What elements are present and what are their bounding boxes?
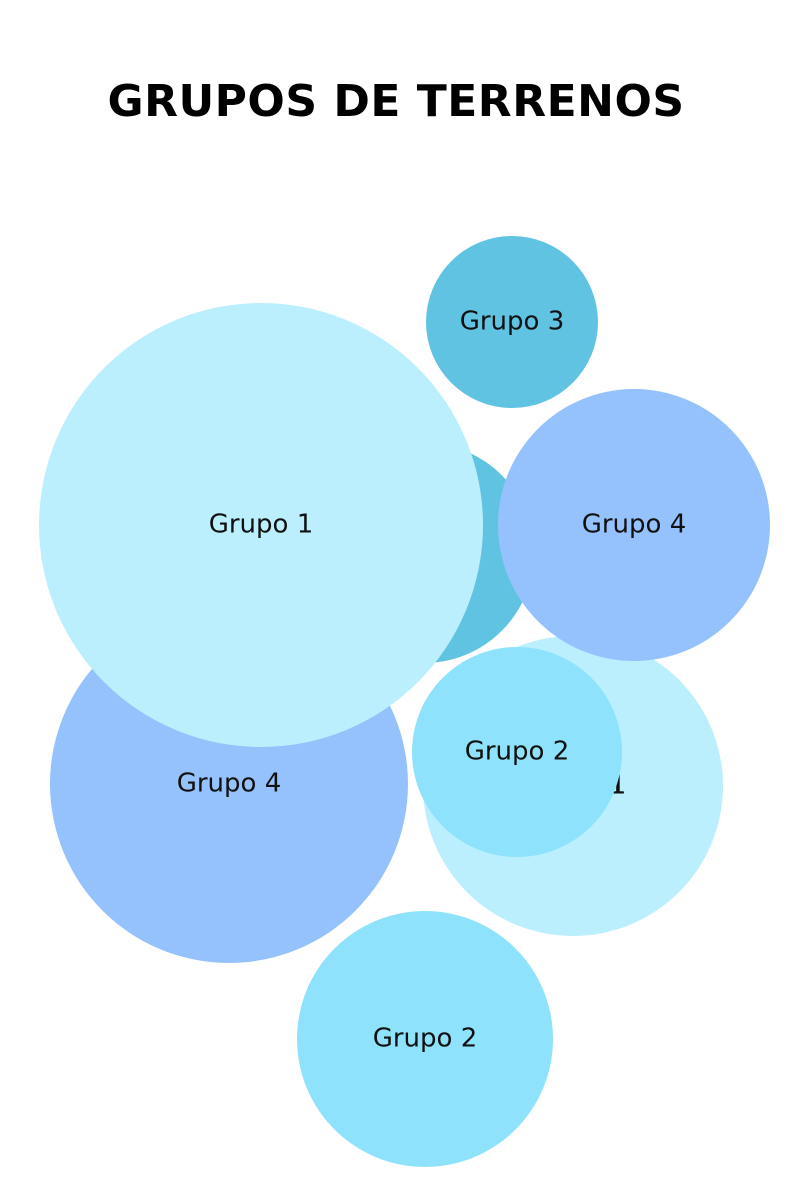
diagram-title: GRUPOS DE TERRENOS [107,76,685,127]
bubble-grupo-4: Grupo 4 [498,389,770,661]
bubble-grupo-3: Grupo 3 [426,236,598,408]
bubble-label: Grupo 1 [209,510,314,540]
bubble-label: Grupo 2 [465,737,570,767]
bubble-label: Grupo 4 [582,510,687,540]
bubble-grupo-1: Grupo 1 [39,303,483,747]
bubble-grupo-2: Grupo 2 [412,647,622,857]
bubble-label: Grupo 2 [373,1024,478,1054]
bubble-grupo-2: Grupo 2 [297,911,553,1167]
bubble-label: Grupo 4 [177,769,282,799]
bubble-label: Grupo 3 [460,307,565,337]
